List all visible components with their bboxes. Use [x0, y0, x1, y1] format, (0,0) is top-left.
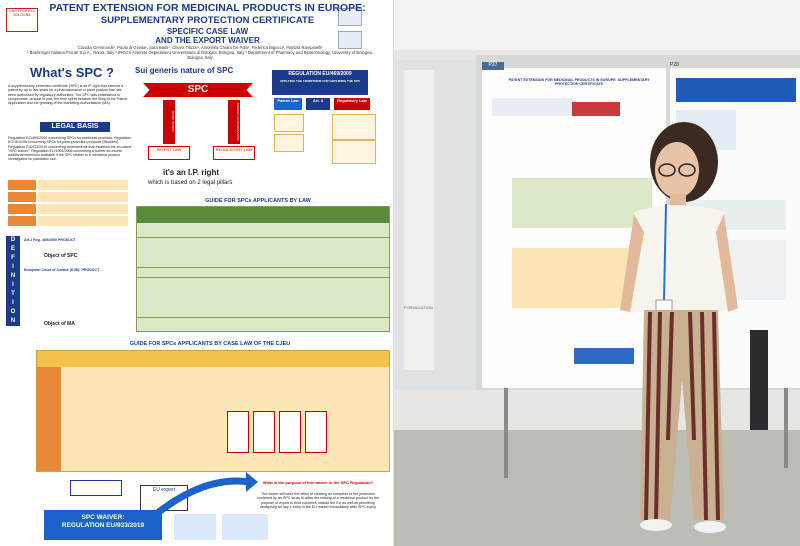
legal-basis-table: [8, 180, 128, 228]
table-row-labels: [37, 367, 61, 471]
col-patent-law: Patent Law: [274, 98, 302, 110]
table-header: [37, 351, 389, 367]
cond-b: [274, 134, 304, 152]
waiver-box-2: [222, 514, 268, 540]
highlight-cell: [305, 411, 327, 453]
guide-by-law-title: GUIDE FOR SPCs APPLICANTS BY LAW: [205, 198, 311, 204]
spc-waiver-banner: SPC WAIVER:REGULATION EU/933/2019: [44, 510, 162, 540]
logo-irccs: [338, 31, 362, 49]
table-row: [38, 192, 128, 202]
board-label-left: P27: [488, 62, 498, 68]
photo-right-banner: FORMULATION: [404, 305, 433, 310]
sui-generis-title: Sui generis nature of SPC: [135, 66, 234, 75]
legal-basis-text: Regulation EC/469/2009 concerning SPCs f…: [8, 136, 132, 162]
sponsor-logos: [338, 8, 388, 49]
guide-by-case-law-title: GUIDE FOR SPCs APPLICANTS BY CASE LAW OF…: [129, 341, 291, 347]
purpose-text: The waiver will have the effect of creat…: [256, 492, 380, 510]
ip-right-text: it's an I.P. right: [163, 168, 219, 177]
cond-d: [332, 140, 376, 164]
waiver-note: [70, 480, 122, 496]
table-row: [8, 216, 36, 226]
regulatory-law-box: REGULATORY LAW: [213, 146, 255, 160]
pillar-basic-patent: BASIC PATENT: [163, 100, 175, 144]
poster-subtitle: SUPPLEMENTARY PROTECTION CERTIFICATE: [100, 15, 315, 26]
highlight-cell: [279, 411, 301, 453]
pillar-market-authorisation: MARKET AUTHORISATION: [228, 100, 240, 144]
board-label-right: P28: [670, 62, 679, 68]
photo-scene: [394, 0, 800, 546]
table-row: [8, 204, 36, 214]
def-product: Art.1 Reg. 469/2009 PRODUCT: [24, 238, 76, 242]
col-art3: Art. 3: [306, 98, 330, 110]
guide-by-case-law-table: [36, 350, 390, 472]
cond-a: [274, 114, 304, 132]
spc-ribbon: SPC: [143, 83, 253, 97]
two-pillars-text: which is based on 2 legal pillars: [148, 180, 233, 186]
university-logo: UNIVERSITÀ DI BOLOGNA: [6, 8, 38, 32]
presenter-photo: P27 P28 PATENT EXTENSION FOR MEDICINAL P…: [394, 0, 800, 546]
table-row: [38, 180, 128, 190]
waiver-box-1: [174, 514, 216, 540]
def-object-ma: Object of MA: [44, 321, 75, 327]
table-row: [38, 216, 128, 226]
col-regulatory-law: Regulatory Law: [334, 98, 370, 110]
patent-law-box: PATENT LAW: [148, 146, 190, 160]
table-row: [38, 204, 128, 214]
logo-60: [338, 8, 362, 26]
poster-title: PATENT EXTENSION FOR MEDICINAL PRODUCTS …: [49, 2, 366, 14]
table-row: [8, 192, 36, 202]
waiver-arrow: [152, 472, 258, 518]
intro-text: A supplementary protection certificate (…: [8, 84, 128, 106]
def-court: European Court of Justice (EJB): PRODUCT: [24, 268, 100, 272]
legal-basis-banner: LEGAL BASIS: [40, 122, 110, 132]
purpose-title: What is the purpose of this waiver in th…: [262, 480, 374, 485]
authors: Claudia Gemmaroli¹, Paola di Giosia², Sa…: [27, 45, 373, 60]
table-row: [8, 180, 36, 190]
table-header: [137, 207, 389, 223]
highlight-cell: [227, 411, 249, 453]
poster: UNIVERSITÀ DI BOLOGNA PATENT EXTENSION F…: [0, 0, 394, 546]
guide-by-law-table: [136, 206, 390, 332]
table-row: [67, 411, 387, 453]
def-object-spc: Object of SPC: [44, 253, 78, 259]
whats-spc-heading: What's SPC ?: [30, 65, 114, 80]
cond-c: [332, 114, 376, 140]
photo-poster-title: PATENT EXTENSION FOR MEDICINAL PRODUCTS …: [508, 78, 650, 87]
highlight-cell: [253, 411, 275, 453]
